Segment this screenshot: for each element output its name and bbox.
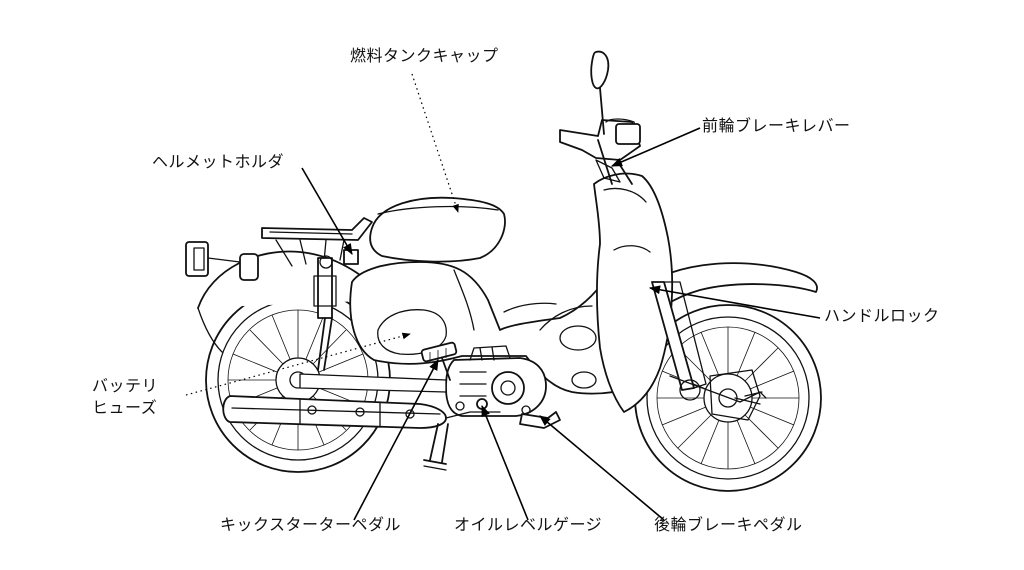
- swing-arm: [299, 373, 447, 393]
- label-helmet-holder: ヘルメットホルダ: [152, 152, 285, 171]
- label-handle-lock: ハンドルロック: [824, 306, 940, 325]
- mirror: [590, 50, 610, 135]
- label-front-brake-lever: 前輪ブレーキレバー: [702, 116, 851, 135]
- rear-brake-pedal: [519, 411, 561, 429]
- label-kick-starter-pedal: キックスターターペダル: [220, 515, 402, 534]
- kick-starter: [420, 341, 458, 381]
- rear-carrier: [261, 217, 373, 267]
- handlebar: [559, 118, 641, 185]
- seat: [369, 196, 506, 263]
- rear-shock: [313, 255, 337, 371]
- center-stand: [423, 423, 449, 471]
- side-cover: [377, 309, 447, 356]
- label-fuel-tank-cap: 燃料タンクキャップ: [350, 46, 499, 65]
- leader-lines: [185, 73, 821, 521]
- label-fuse: ヒューズ: [92, 398, 158, 417]
- tail-light: [185, 241, 259, 281]
- headlight: [615, 123, 641, 145]
- leg-shield: [593, 172, 674, 413]
- muffler: [222, 395, 501, 429]
- label-battery: バッテリ: [92, 376, 159, 395]
- label-oil-level-gauge: オイルレベルゲージ: [454, 515, 603, 534]
- front-fork: [651, 281, 767, 403]
- label-rear-brake-pedal: 後輪ブレーキペダル: [654, 515, 803, 534]
- front-fender: [631, 262, 818, 331]
